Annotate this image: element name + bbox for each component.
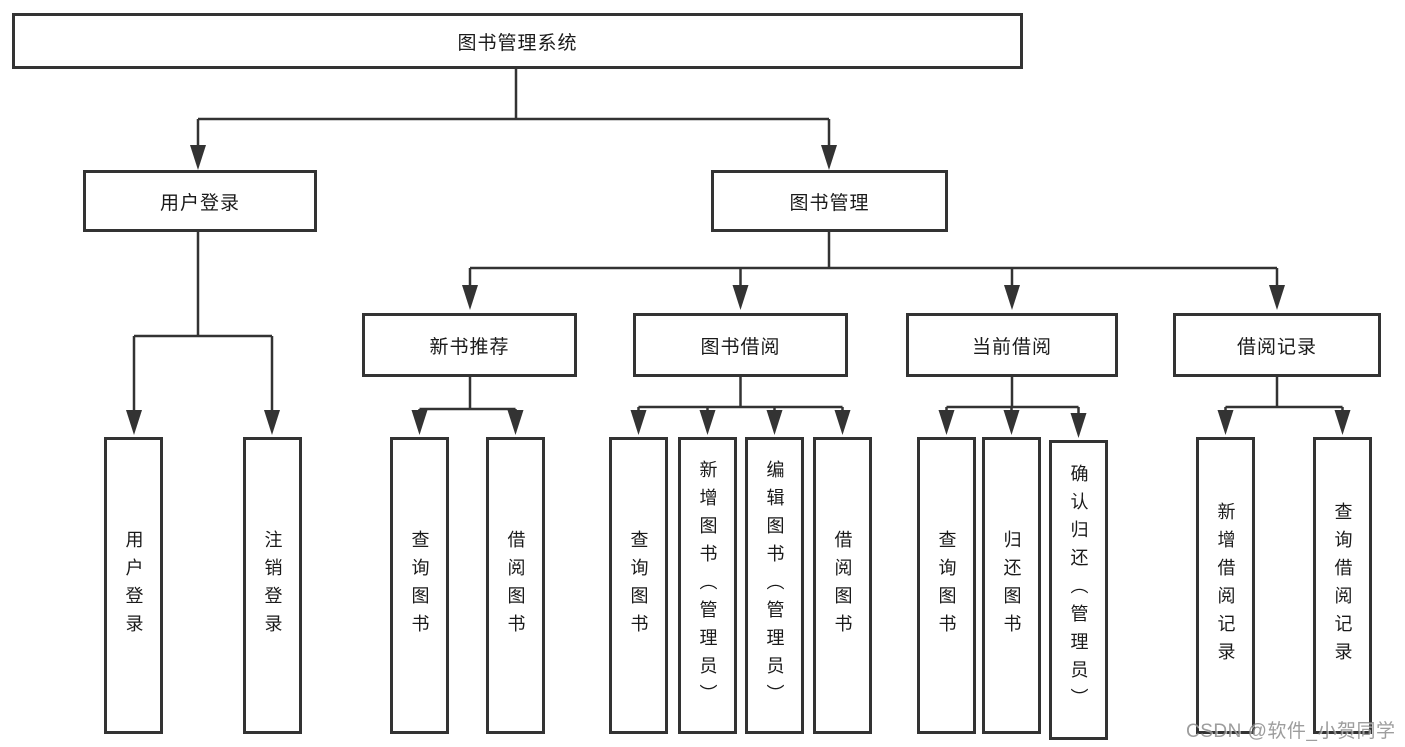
leaf-label: 查询图书 bbox=[409, 529, 430, 642]
node-leaf-add-borrow-record: 新增借阅记录 bbox=[1196, 437, 1255, 734]
leaf-label: 注销登录 bbox=[262, 529, 283, 642]
csdn-watermark: CSDN @软件_小贺同学 bbox=[1186, 721, 1396, 742]
node-leaf-user-login: 用户登录 bbox=[104, 437, 163, 734]
leaf-label: 新增借阅记录 bbox=[1215, 501, 1236, 670]
leaf-label: 查询借阅记录 bbox=[1332, 501, 1353, 670]
node-library-management-system: 图书管理系统 bbox=[12, 13, 1023, 69]
leaf-label: 借阅图书 bbox=[505, 529, 526, 642]
node-leaf-borrow-books: 借阅图书 bbox=[813, 437, 872, 734]
node-new-book-recommend: 新书推荐 bbox=[362, 313, 577, 377]
leaf-label: 确认归还（管理员） bbox=[1068, 464, 1089, 716]
leaf-label: 编辑图书（管理员） bbox=[764, 459, 785, 712]
node-leaf-logout: 注销登录 bbox=[243, 437, 302, 734]
leaf-label: 新增图书（管理员） bbox=[697, 459, 718, 712]
leaf-label: 查询图书 bbox=[936, 529, 957, 642]
node-leaf-query-borrow-record: 查询借阅记录 bbox=[1313, 437, 1372, 734]
leaf-label: 查询图书 bbox=[628, 529, 649, 642]
node-borrow-records: 借阅记录 bbox=[1173, 313, 1381, 377]
node-leaf-query-books-recommend: 查询图书 bbox=[390, 437, 449, 734]
node-leaf-borrow-books-recommend: 借阅图书 bbox=[486, 437, 545, 734]
leaf-label: 归还图书 bbox=[1001, 529, 1022, 642]
node-user-login: 用户登录 bbox=[83, 170, 317, 232]
node-leaf-confirm-return-admin: 确认归还（管理员） bbox=[1049, 440, 1108, 740]
node-leaf-return-books: 归还图书 bbox=[982, 437, 1041, 734]
node-leaf-add-books-admin: 新增图书（管理员） bbox=[678, 437, 737, 734]
node-book-management: 图书管理 bbox=[711, 170, 948, 232]
node-book-borrow: 图书借阅 bbox=[633, 313, 848, 377]
node-leaf-query-books-borrow: 查询图书 bbox=[609, 437, 668, 734]
node-leaf-edit-books-admin: 编辑图书（管理员） bbox=[745, 437, 804, 734]
node-leaf-query-books-current: 查询图书 bbox=[917, 437, 976, 734]
leaf-label: 用户登录 bbox=[123, 529, 144, 642]
leaf-label: 借阅图书 bbox=[832, 529, 853, 642]
node-current-borrow: 当前借阅 bbox=[906, 313, 1118, 377]
